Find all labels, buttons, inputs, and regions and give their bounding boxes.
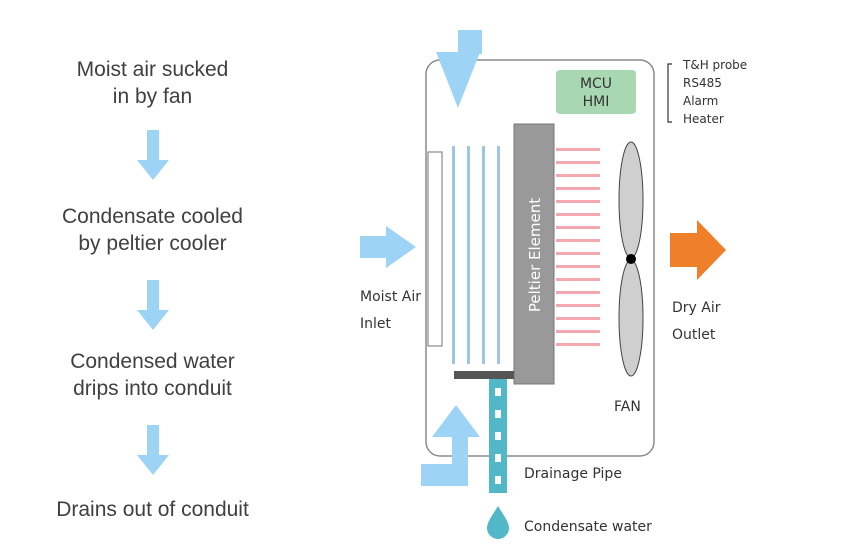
mcu-hmi-box bbox=[556, 70, 636, 114]
hot-fins bbox=[556, 148, 600, 346]
top-inflow-arrow-stem bbox=[458, 30, 482, 54]
peripheral-rs485: RS485 bbox=[683, 76, 722, 90]
down-arrow-icon bbox=[137, 130, 169, 180]
fan-icon bbox=[618, 141, 644, 377]
bottom-inflow-arrow-icon bbox=[421, 405, 480, 486]
condensate-label: Condensate water bbox=[524, 519, 652, 535]
outlet-label-line2: Outlet bbox=[672, 327, 716, 343]
mcu-label: MCU bbox=[580, 76, 612, 92]
peripheral-bracket bbox=[667, 63, 672, 123]
down-arrow-icon bbox=[137, 280, 169, 330]
step-1-line2: in by fan bbox=[112, 85, 193, 108]
drainage-label: Drainage Pipe bbox=[524, 466, 622, 482]
step-2-line1: Condensate cooled bbox=[62, 205, 243, 228]
step-3-text: Condensed water drips into conduit bbox=[20, 348, 285, 402]
step-1-line1: Moist air sucked bbox=[76, 58, 229, 81]
step-3-line1: Condensed water bbox=[70, 350, 235, 373]
outlet-arrow-icon bbox=[670, 220, 726, 280]
water-drop-icon bbox=[487, 506, 509, 539]
peltier-label: Peltier Element bbox=[526, 198, 544, 312]
fan-label: FAN bbox=[614, 399, 641, 415]
enclosure bbox=[425, 59, 655, 457]
peripheral-alarm: Alarm bbox=[683, 94, 718, 108]
step-1-text: Moist air sucked in by fan bbox=[20, 56, 285, 110]
intake-panel bbox=[427, 151, 443, 347]
cold-fins bbox=[452, 146, 500, 364]
step-3-line2: drips into conduit bbox=[73, 377, 232, 400]
step-4-line1: Drains out of conduit bbox=[56, 498, 249, 521]
outlet-label-line1: Dry Air bbox=[672, 300, 721, 316]
step-2-text: Condensate cooled by peltier cooler bbox=[20, 203, 285, 257]
inlet-label-line2: Inlet bbox=[360, 316, 392, 332]
step-2-line2: by peltier cooler bbox=[78, 232, 227, 255]
step-4-text: Drains out of conduit bbox=[20, 496, 285, 523]
inlet-label-line1: Moist Air bbox=[360, 289, 421, 305]
peripheral-heater: Heater bbox=[683, 112, 724, 126]
peltier-element bbox=[513, 123, 555, 385]
hmi-label: HMI bbox=[583, 94, 610, 110]
drip-tray bbox=[454, 371, 514, 379]
inlet-arrow-icon bbox=[360, 226, 416, 268]
peripheral-th-probe: T&H probe bbox=[682, 58, 747, 72]
down-arrow-icon bbox=[137, 425, 169, 475]
drainage-pipe-marks bbox=[495, 388, 501, 484]
